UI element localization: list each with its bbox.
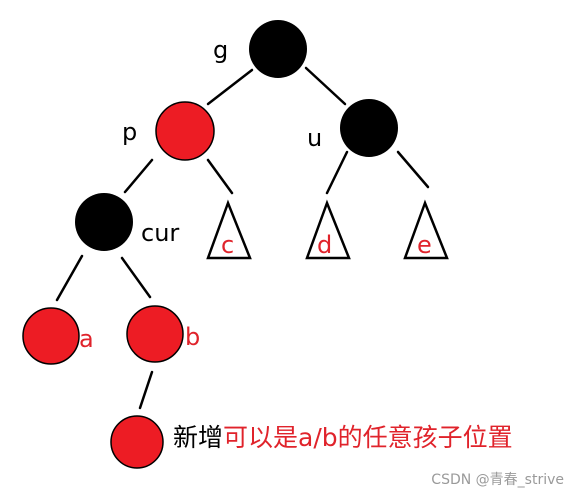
subtree-c-triangle (206, 199, 252, 260)
label-subtree-c: c (221, 231, 234, 259)
tree-edges (55, 66, 430, 410)
node-cur (75, 193, 133, 251)
caption-part2: 可以是a/b的任意孩子位置 (223, 423, 513, 452)
label-p: p (122, 118, 137, 146)
label-g: g (213, 36, 228, 64)
edge-b-new (138, 370, 154, 410)
edge-g-p (206, 68, 254, 106)
node-b (126, 305, 184, 363)
caption: 新增可以是a/b的任意孩子位置 (173, 423, 513, 452)
label-subtree-d: d (317, 231, 332, 259)
subtree-e-triangle (403, 199, 449, 260)
node-new (110, 415, 164, 469)
edge-p-c (206, 158, 234, 195)
label-cur: cur (141, 219, 179, 247)
node-p (155, 101, 215, 161)
node-a (22, 307, 80, 365)
edge-u-d (325, 150, 349, 195)
edge-cur-a (55, 254, 84, 302)
node-g (249, 20, 307, 78)
label-a: a (79, 325, 94, 353)
edge-p-cur (123, 158, 154, 194)
watermark: CSDN @青春_strive (431, 472, 564, 488)
label-u: u (307, 124, 322, 152)
label-b: b (185, 323, 200, 351)
edge-cur-b (120, 256, 152, 299)
caption-part1: 新增 (173, 423, 223, 452)
edge-g-u (304, 66, 347, 106)
node-u (340, 99, 398, 157)
edge-u-e (396, 150, 430, 189)
label-subtree-e: e (417, 231, 432, 259)
subtree-d-triangle (305, 199, 351, 260)
